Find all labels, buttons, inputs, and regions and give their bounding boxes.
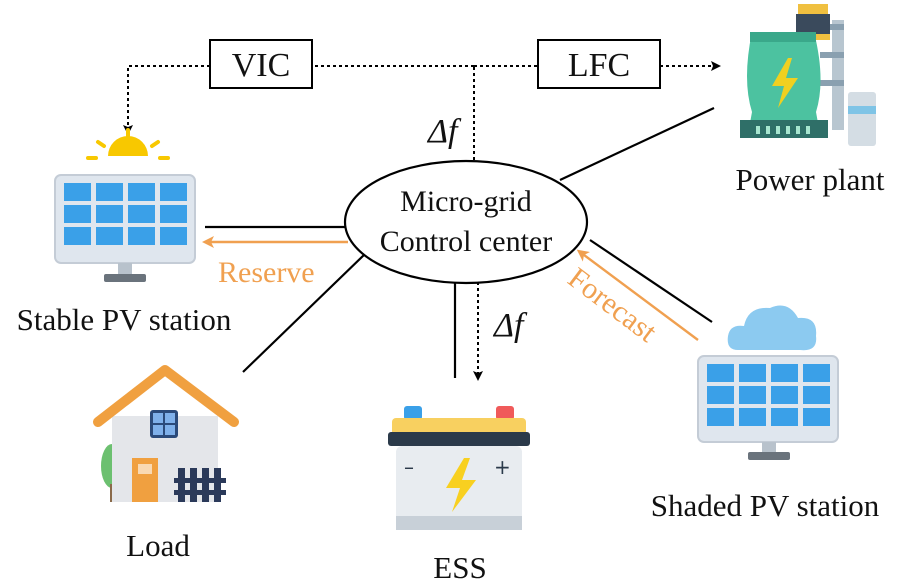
df-bottom-label: Δf	[492, 307, 528, 344]
forecast-arrow	[576, 249, 699, 341]
cloud-icon	[727, 305, 817, 351]
house-icon	[93, 365, 239, 502]
forecast-label: Forecast	[562, 261, 664, 349]
link-shaded-pv	[589, 239, 713, 323]
sun-icon	[86, 128, 170, 160]
vic-box: VIC	[209, 39, 313, 89]
svg-text:–: –	[404, 455, 414, 479]
lfc-label: LFC	[568, 47, 630, 84]
load-label: Load	[126, 528, 190, 563]
control-center-line2: Control center	[380, 225, 552, 258]
shaded-pv-label: Shaded PV station	[651, 488, 880, 523]
lfc-box: LFC	[537, 39, 661, 89]
info-arrows	[202, 236, 699, 341]
power-links	[205, 107, 715, 378]
control-center: Micro-grid Control center	[343, 159, 589, 285]
link-load	[242, 253, 366, 373]
df-top-label: Δf	[426, 113, 462, 150]
svg-text:+: +	[494, 455, 511, 479]
battery-icon: – +	[388, 406, 530, 530]
vic-to-pv-line	[123, 65, 210, 135]
stable-pv-label: Stable PV station	[17, 302, 232, 337]
power-plant-icon	[740, 4, 876, 146]
shaded-pv-panel-icon	[697, 355, 839, 460]
power-plant-label: Power plant	[736, 162, 885, 197]
reserve-label: Reserve	[218, 256, 315, 289]
ess-label: ESS	[433, 550, 486, 584]
vic-label: VIC	[232, 47, 291, 84]
link-power-plant	[559, 107, 715, 181]
stable-pv-panel-icon	[54, 174, 196, 282]
control-center-line1: Micro-grid	[400, 185, 532, 218]
control-loop	[123, 61, 721, 381]
